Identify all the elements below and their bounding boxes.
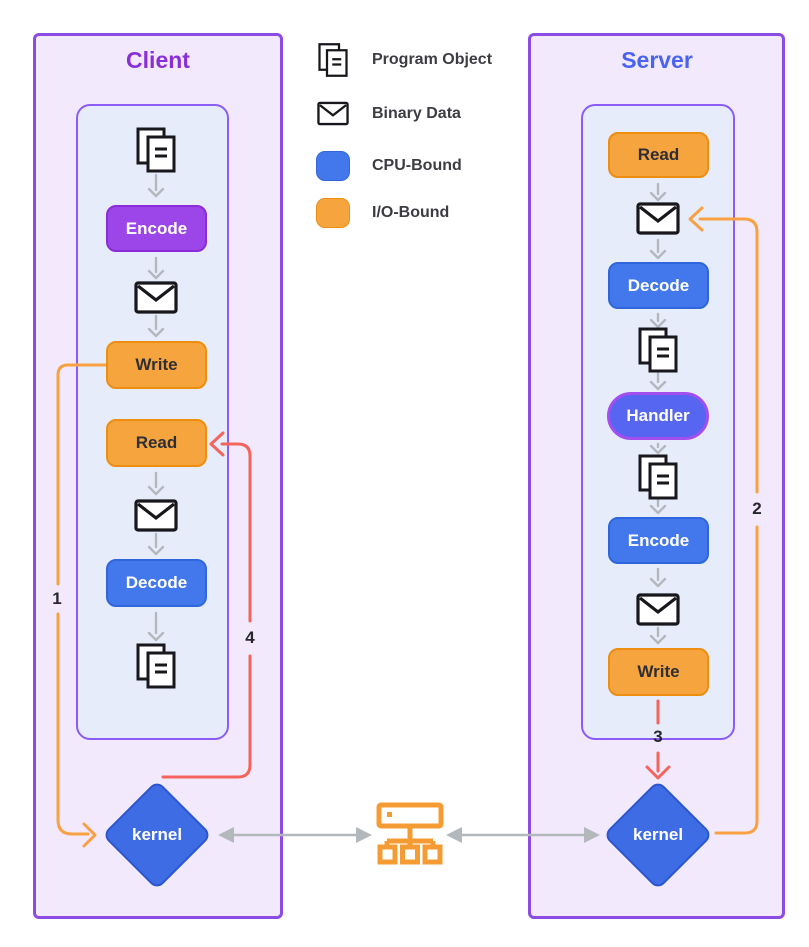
cpu-bound-swatch xyxy=(316,151,350,181)
program-object-icon xyxy=(638,327,678,373)
arrow-step1-write-to-kernel xyxy=(56,363,108,848)
server-read-node: Read xyxy=(608,132,709,178)
legend-item-binary-data: Binary Data xyxy=(314,101,461,126)
arrow-step3-write-to-kernel xyxy=(645,699,671,780)
program-object-icon xyxy=(136,127,176,173)
arrow-step2-kernel-to-binary xyxy=(688,206,759,835)
client-decode-node: Decode xyxy=(106,559,207,607)
legend-label: I/O-Bound xyxy=(372,204,450,221)
step-label-4: 4 xyxy=(245,628,255,647)
legend-item-io-bound: I/O-Bound xyxy=(314,198,449,228)
client-kernel-label: kernel xyxy=(131,825,183,844)
arrow-step4-kernel-to-read xyxy=(161,431,252,779)
server-handler-node: Handler xyxy=(607,392,709,440)
server-kernel-label: kernel xyxy=(632,825,684,844)
step-label-1: 1 xyxy=(52,589,62,608)
client-step-arrows xyxy=(147,173,165,642)
step-label-3: 3 xyxy=(653,727,663,746)
binary-data-icon xyxy=(314,101,352,126)
arrow-client-kernel-network xyxy=(218,827,372,843)
legend-item-program-object: Program Object xyxy=(314,42,492,78)
program-object-icon xyxy=(638,454,678,500)
binary-data-icon xyxy=(636,593,680,626)
client-write-node: Write xyxy=(106,341,207,389)
client-encode-node: Encode xyxy=(106,205,207,252)
legend-label: Program Object xyxy=(372,51,493,68)
server-write-node: Write xyxy=(608,648,709,696)
network-icon xyxy=(376,802,444,866)
legend-item-cpu-bound: CPU-Bound xyxy=(314,151,462,181)
binary-data-icon xyxy=(636,202,680,235)
server-step-arrows xyxy=(649,182,667,645)
program-object-icon xyxy=(136,643,176,689)
legend-label: Binary Data xyxy=(372,104,461,122)
step-label-2: 2 xyxy=(752,499,762,518)
io-bound-swatch xyxy=(316,198,350,228)
server-encode-node: Encode xyxy=(608,517,709,564)
binary-data-icon xyxy=(134,499,178,532)
server-panel-title: Server xyxy=(621,47,693,73)
server-decode-node: Decode xyxy=(608,262,709,309)
binary-data-icon xyxy=(134,281,178,314)
program-object-icon xyxy=(314,42,352,78)
client-panel-title: Client xyxy=(126,47,190,73)
legend-label: CPU-Bound xyxy=(372,157,462,174)
arrow-server-kernel-network xyxy=(446,827,600,843)
client-read-node: Read xyxy=(106,419,207,467)
